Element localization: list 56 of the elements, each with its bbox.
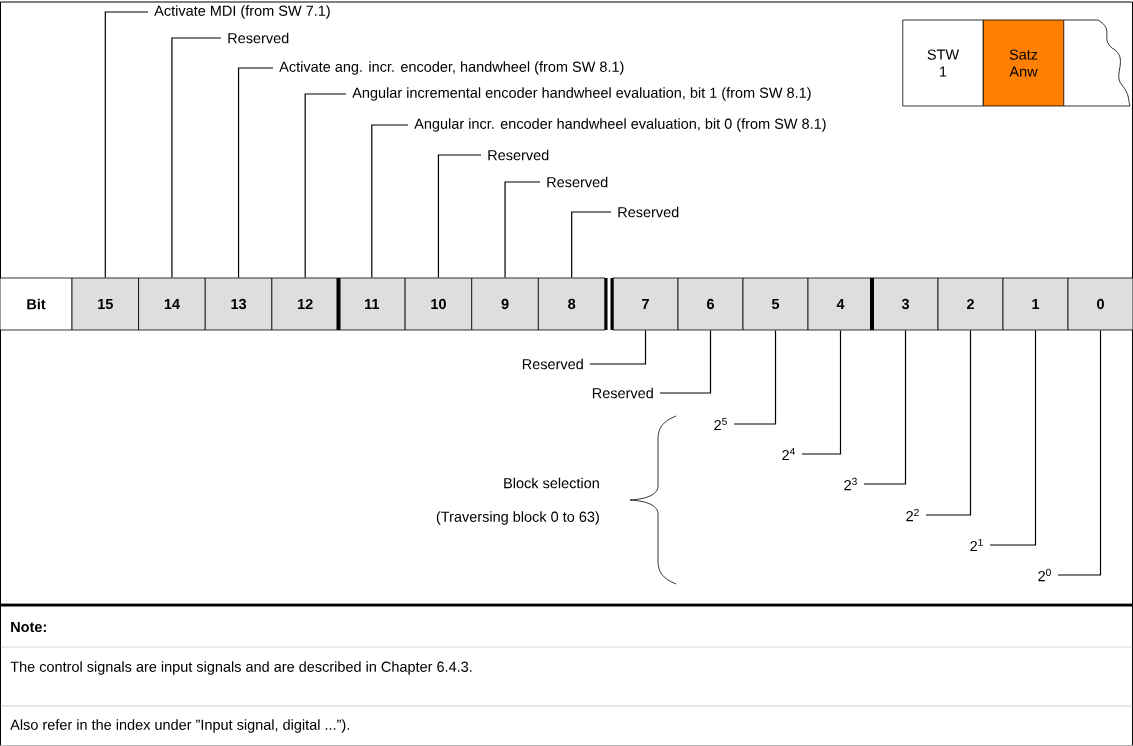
leader-line bbox=[104, 11, 149, 279]
leader-line bbox=[589, 329, 647, 365]
bit-description: Activate MDI (from SW 7.1) bbox=[154, 5, 330, 19]
bit-cell: 15 bbox=[71, 277, 139, 331]
bit-cell: 7 bbox=[612, 277, 679, 331]
bit-cell: 2 bbox=[937, 277, 1004, 331]
bit-description: Reserved bbox=[592, 387, 653, 399]
bit-cell: 10 bbox=[404, 277, 473, 331]
bit-description: 2$^{4}$ bbox=[782, 447, 795, 461]
bit-description: 2$^{5}$ bbox=[714, 417, 727, 431]
leader-line bbox=[733, 329, 777, 425]
leader-line bbox=[1057, 329, 1102, 576]
note-heading: Note: bbox=[11, 621, 46, 633]
leader-line bbox=[437, 154, 482, 279]
bit-description: 2$^{2}$ bbox=[906, 508, 919, 522]
bit-cell: 4 bbox=[807, 277, 874, 331]
bit-cell: 1 bbox=[1002, 277, 1069, 331]
bit-cell: 5 bbox=[742, 277, 809, 331]
leader-line bbox=[171, 37, 222, 279]
note-text: Also refer in the index under ”Input signal, digital ...”). bbox=[10, 719, 349, 733]
bit-cell: 9 bbox=[471, 277, 539, 331]
table-header-cell: Bit bbox=[0, 277, 73, 331]
bit-description: Reserved bbox=[228, 32, 289, 44]
bit-cell: 6 bbox=[677, 277, 744, 331]
telegram-field: Satz Anw bbox=[982, 19, 1065, 107]
bit-description: Reserved bbox=[488, 149, 549, 161]
bit-cell: 8 bbox=[537, 277, 606, 331]
bit-cell: 13 bbox=[204, 277, 273, 331]
bit-cell: 11 bbox=[338, 277, 406, 331]
bit-description: Activate ang. incr. encoder, handwheel (from SW 8.1) bbox=[279, 61, 624, 75]
bit-cell: 14 bbox=[138, 277, 206, 331]
leader-line bbox=[801, 329, 842, 455]
bit-description: Reserved bbox=[522, 358, 583, 370]
leader-line bbox=[237, 67, 274, 279]
leader-line bbox=[925, 329, 972, 516]
bit-cell: 0 bbox=[1067, 277, 1133, 331]
leader-line bbox=[863, 329, 907, 485]
bit-description: 2$^{0}$ bbox=[1038, 568, 1051, 582]
bit-description: Angular incremental encoder handwheel evaluation, bit 1 (from SW 8.1) bbox=[352, 87, 811, 101]
leader-line bbox=[989, 329, 1037, 546]
leader-line bbox=[659, 329, 712, 394]
bit-description: 2$^{1}$ bbox=[970, 538, 983, 552]
telegram-field: STW 1 bbox=[902, 19, 984, 107]
bit-cell: 3 bbox=[872, 277, 939, 331]
group-label: Block selection bbox=[504, 477, 599, 489]
bit-cell: 12 bbox=[271, 277, 339, 331]
note-text: The control signals are input signals and are described in Chapter 6.4.3. bbox=[10, 661, 472, 675]
leader-line bbox=[571, 211, 612, 279]
group-label: (Traversing block 0 to 63) bbox=[436, 511, 599, 525]
leader-line bbox=[371, 124, 409, 279]
bit-description: Reserved bbox=[547, 176, 608, 188]
leader-line bbox=[304, 93, 347, 279]
bit-description: 2$^{3}$ bbox=[844, 477, 857, 491]
bit-description: Angular incr. encoder handwheel evaluation, bit 0 (from SW 8.1) bbox=[414, 118, 826, 132]
bit-description: Reserved bbox=[618, 206, 679, 218]
leader-line bbox=[504, 181, 541, 279]
